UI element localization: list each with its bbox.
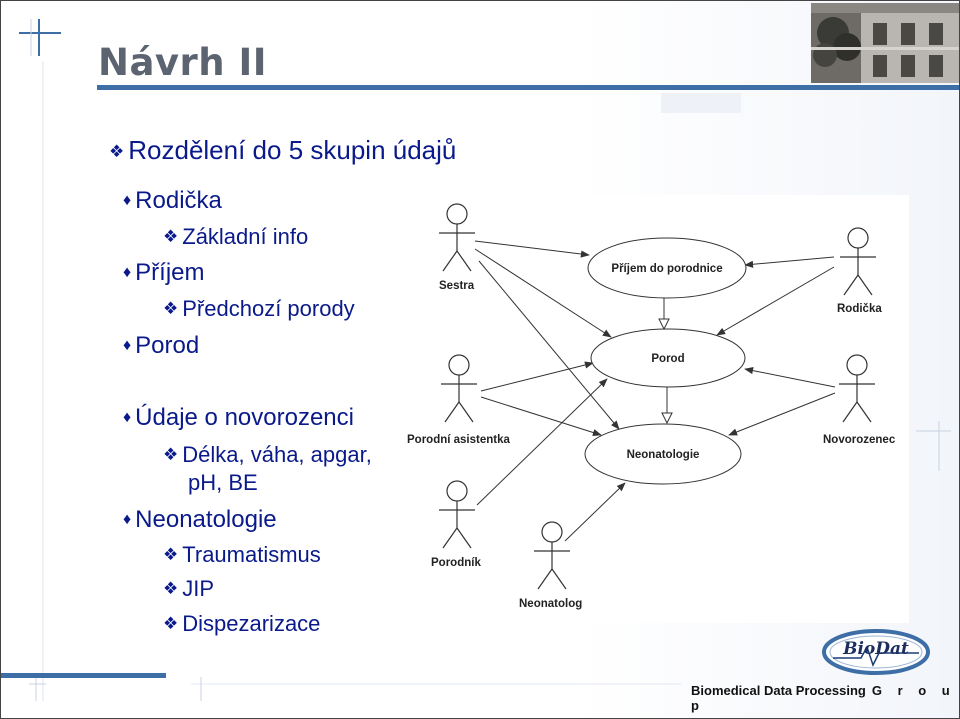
assoc-asistentka-neonatologie (480, 396, 602, 436)
title-underline (97, 85, 959, 90)
bullet-star-icon: ❖ (163, 227, 179, 246)
slide-title: Návrh II (98, 41, 268, 84)
group-rodicka: ♦Rodička (123, 187, 222, 214)
association-lines (474, 240, 836, 542)
actor-porodnik-icon (439, 480, 475, 549)
bullet-diamond-icon: ♦ (123, 264, 132, 281)
svg-text:Neonatologie: Neonatologie (627, 449, 700, 461)
group-neonatologie-item: ❖JIP (163, 576, 215, 601)
corner-decoration-top-left (19, 19, 61, 56)
actor-rodicka-icon (840, 227, 876, 296)
assoc-porodnik-porod (476, 378, 608, 506)
actor-label-novorozenec: Novorozenec (823, 434, 896, 446)
bullet-diamond-icon: ♦ (123, 511, 132, 528)
bullet-star-icon: ❖ (163, 614, 179, 633)
group-neonatologie-item: ❖Traumatismus (163, 542, 321, 567)
actor-neonatolog-icon (534, 521, 570, 590)
bullet-diamond-icon: ♦ (123, 337, 132, 354)
bullet-star-icon: ❖ (163, 545, 179, 564)
use-case-diagram: Příjem do porodnice Porod Neonatologie S… (397, 195, 909, 623)
group-porod: ♦Porod (123, 332, 200, 359)
bullet-diamond-icon: ♦ (123, 409, 132, 426)
use-case-neonatologie: Neonatologie (584, 423, 742, 485)
assoc-novorozenec-porod (744, 367, 836, 388)
svg-text:BioDat: BioDat (842, 639, 909, 659)
group-prijem-item: ❖Předchozí porody (163, 296, 355, 321)
actor-porodni-asistentka-icon (441, 354, 477, 423)
group-neonatologie: ♦Neonatologie (123, 506, 277, 533)
building-photo (811, 3, 959, 83)
assoc-asistentka-porod (480, 361, 594, 392)
biodat-logo: BioDat (822, 629, 930, 675)
assoc-rodicka-porod (716, 266, 835, 336)
actor-novorozenec-icon (839, 354, 875, 423)
use-case-prijem: Příjem do porodnice (587, 237, 747, 299)
actor-label-porodni-asistentka: Porodní asistentka (407, 434, 510, 446)
bullet-star-icon: ❖ (109, 142, 125, 161)
group-neonatologie-item: ❖Dispezarizace (163, 611, 321, 636)
group-udaje-o-novorozenci: ♦Údaje o novorozenci (123, 404, 354, 431)
bullet-star-icon: ❖ (163, 579, 179, 598)
use-case-porod: Porod (590, 328, 746, 388)
bullet-diamond-icon: ♦ (123, 192, 132, 209)
actor-label-rodicka: Rodička (837, 303, 882, 315)
footer-accent-bar (1, 673, 166, 678)
group-novorozenec-item: ❖Délka, váha, apgar, (163, 442, 372, 467)
actor-sestra-icon (439, 203, 475, 272)
actor-label-porodnik: Porodník (431, 557, 481, 569)
assoc-sestra-porod (474, 248, 612, 338)
group-prijem: ♦Příjem (123, 259, 205, 286)
assoc-rodicka-prijem (744, 256, 835, 268)
assoc-novorozenec-neonatologie (728, 392, 836, 436)
assoc-sestra-prijem (474, 240, 590, 258)
main-bullet: ❖Rozdělení do 5 skupin údajů (109, 135, 457, 165)
group-novorozenec-item-continued: pH, BE (188, 470, 258, 495)
actor-label-neonatolog: Neonatolog (519, 598, 582, 610)
assoc-sestra-neonatologie (478, 260, 620, 430)
assoc-neonatolog-neonatologie (564, 482, 626, 542)
bullet-star-icon: ❖ (163, 299, 179, 318)
bullet-star-icon: ❖ (163, 445, 179, 464)
svg-text:Porod: Porod (651, 353, 684, 365)
svg-text:Příjem do porodnice: Příjem do porodnice (611, 263, 722, 275)
actor-label-sestra: Sestra (439, 280, 475, 292)
group-rodicka-item: ❖Základní info (163, 224, 309, 249)
